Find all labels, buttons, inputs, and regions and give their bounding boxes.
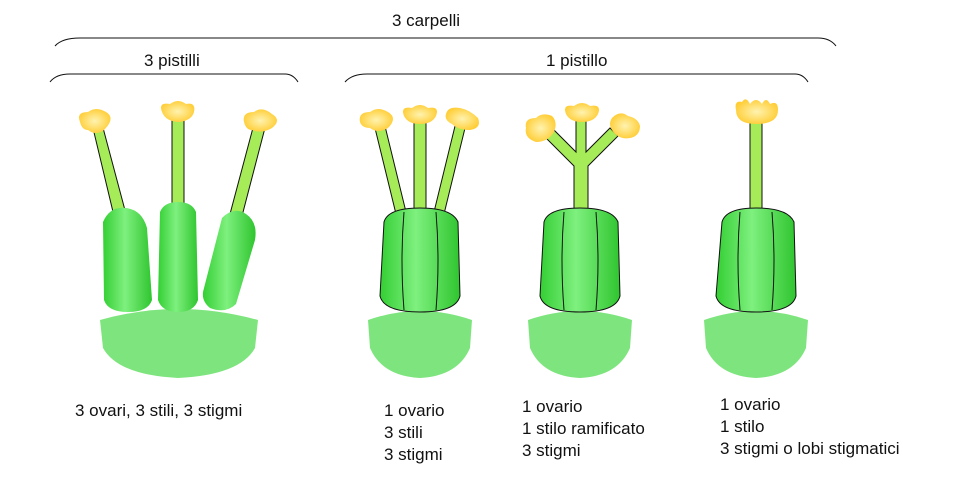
pistils-label: 3 pistilli	[144, 51, 200, 70]
receptacle	[100, 309, 258, 378]
carpels-label: 3 carpelli	[392, 11, 461, 30]
caption-single-style: 1 ovario 1 stilo 3 stigmi o lobi stigmat…	[720, 394, 900, 460]
ovary-outline	[379, 207, 461, 313]
caption-line: 3 stigmi	[384, 445, 443, 464]
style	[171, 115, 185, 207]
caption-free-styles: 1 ovario 3 stili 3 stigmi	[384, 400, 444, 466]
receptacle	[368, 311, 472, 378]
carpels-brace	[54, 37, 837, 47]
stigma-right	[445, 107, 479, 130]
ovary	[380, 208, 460, 312]
caption-line: 1 stilo ramificato	[522, 419, 645, 438]
ovary-outline	[715, 207, 797, 313]
caption-line: 1 ovario	[720, 395, 781, 414]
style-right	[433, 121, 467, 215]
stigma-middle	[403, 105, 437, 124]
ovary	[103, 207, 152, 312]
ovary	[158, 202, 198, 312]
pistil-right	[202, 109, 277, 311]
pistil-label: 1 pistillo	[546, 51, 608, 70]
caption-apocarpous: 3 ovari, 3 stili, 3 stigmi	[75, 401, 243, 420]
caption-line: 1 stilo	[720, 417, 765, 436]
apocarpous-gynoecium	[79, 101, 277, 378]
style	[749, 119, 763, 211]
caption-line: 3 stigmi o lobi stigmatici	[720, 439, 900, 458]
caption-line: 3 stili	[384, 423, 423, 442]
pistil-brace	[344, 73, 809, 83]
caption-branched-style: 1 ovario 1 stilo ramificato 3 stigmi	[522, 396, 645, 462]
pistils-brace	[49, 73, 299, 83]
ovary	[202, 210, 256, 311]
stigma-right	[610, 113, 640, 139]
ovary	[716, 208, 796, 312]
stigma	[243, 109, 277, 132]
syncarpous-branched-style	[525, 103, 640, 378]
receptacle	[528, 311, 632, 378]
ovary	[540, 208, 620, 312]
caption-line: 3 stigmi	[522, 441, 581, 460]
lobed-stigma	[735, 99, 778, 124]
style-middle	[413, 119, 427, 211]
syncarpous-single-style	[704, 99, 808, 378]
ovary-septum	[737, 211, 775, 311]
stigma	[161, 101, 195, 122]
ovary-septum	[401, 211, 439, 311]
style-left	[373, 121, 407, 215]
stigma-left	[359, 109, 393, 131]
stigma-middle	[565, 103, 599, 122]
ovary-septum	[561, 211, 599, 311]
branched-style	[543, 119, 619, 213]
pistil-middle	[158, 101, 198, 312]
stigma-left	[525, 114, 556, 142]
ovary-outline	[539, 207, 621, 313]
caption-line: 1 ovario	[384, 401, 445, 420]
receptacle	[704, 311, 808, 378]
style	[229, 123, 267, 217]
caption-line: 1 ovario	[522, 397, 583, 416]
style	[91, 123, 127, 217]
syncarpous-free-styles	[359, 105, 479, 378]
pistil-left	[79, 109, 152, 312]
stigma	[79, 109, 111, 133]
